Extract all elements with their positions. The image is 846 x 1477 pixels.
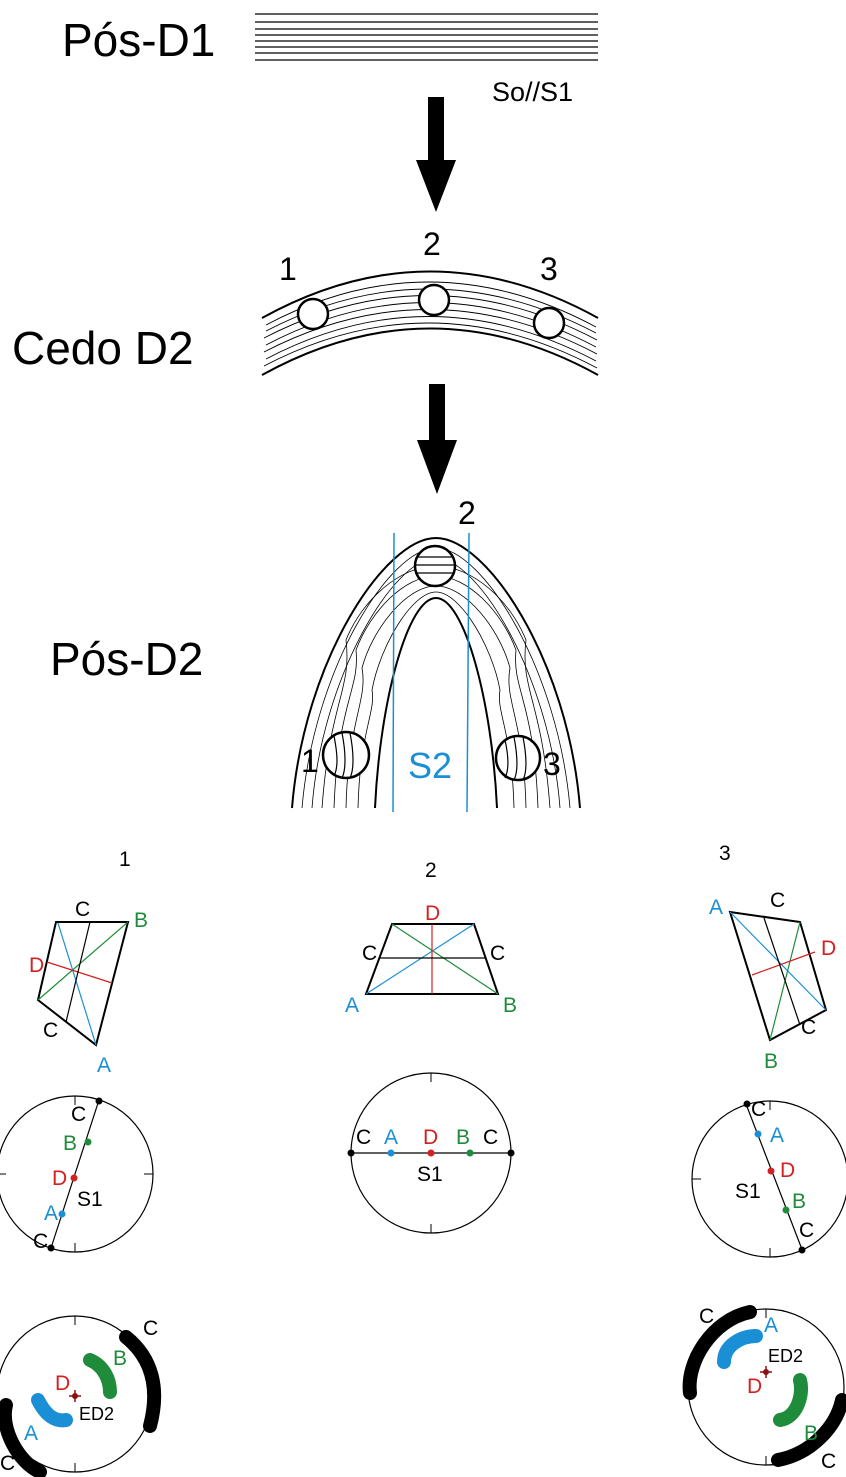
- stereonet-2: [347, 1072, 515, 1234]
- net3-label-d: D: [780, 1159, 795, 1182]
- column-label-1: 1: [119, 848, 131, 871]
- girdle-net-3: [682, 1305, 846, 1467]
- quad2-label-a: A: [345, 994, 359, 1017]
- fold-site-label-3: 3: [543, 746, 561, 782]
- girdle3-axis-label: ED2: [768, 1346, 803, 1366]
- quad3-label-a: A: [709, 896, 723, 919]
- quad1-label-b: B: [134, 909, 148, 932]
- net1-label-a: A: [44, 1202, 58, 1225]
- net2-plane-label: S1: [417, 1163, 443, 1186]
- net3-label-c-top: C: [751, 1098, 766, 1121]
- fold-site-label-2: 2: [458, 495, 476, 531]
- fold-site-label-1: 1: [301, 743, 319, 779]
- girdle1-label-a: A: [24, 1422, 38, 1445]
- strain-quad-1: [36, 921, 130, 1047]
- net2-label-c-right: C: [483, 1126, 498, 1149]
- arrow-down-1: [416, 97, 456, 212]
- quad1-label-d: D: [29, 954, 44, 977]
- bedding-lines: [255, 13, 598, 61]
- column-label-3: 3: [719, 842, 731, 865]
- net1-label-b: B: [63, 1132, 77, 1155]
- net3-label-a: A: [770, 1124, 784, 1147]
- stage-label-pos-d1: Pós-D1: [62, 14, 215, 66]
- girdle1-label-c-top: C: [143, 1317, 158, 1340]
- girdle1-label-c-bottom: C: [0, 1452, 15, 1475]
- net1-label-c-top: C: [71, 1103, 86, 1126]
- s2-cleavage-label: S2: [408, 745, 452, 786]
- quad3-label-d: D: [821, 937, 836, 960]
- quad3-label-c-bottom: C: [801, 1016, 816, 1039]
- cedo-site-label-3: 3: [540, 251, 558, 287]
- net2-label-c-left: C: [356, 1126, 371, 1149]
- net2-label-d: D: [423, 1126, 438, 1149]
- stage-label-cedo-d2: Cedo D2: [12, 322, 194, 374]
- quad1-label-c-top: C: [75, 898, 90, 921]
- stage-label-pos-d2: Pós-D2: [50, 633, 203, 685]
- net1-label-d: D: [52, 1167, 67, 1190]
- quad3-label-b: B: [764, 1050, 778, 1073]
- quad2-label-c-left: C: [362, 942, 377, 965]
- girdle3-label-d: D: [747, 1375, 762, 1398]
- fold-circle-fill-lines: [333, 556, 527, 781]
- arrow-down-2: [417, 384, 457, 494]
- quad2-label-d: D: [425, 902, 440, 925]
- net3-label-c-bottom: C: [799, 1219, 814, 1242]
- girdle3-label-a: A: [764, 1314, 778, 1337]
- net1-plane-label: S1: [77, 1188, 103, 1211]
- girdle3-label-b: B: [804, 1422, 818, 1445]
- fold-sample-circles: [321, 544, 542, 782]
- quad2-label-c-right: C: [490, 942, 505, 965]
- net1-label-c-bottom: C: [33, 1230, 48, 1253]
- net2-label-a: A: [384, 1126, 398, 1149]
- net3-plane-label: S1: [735, 1180, 761, 1203]
- bedding-label: So//S1: [492, 77, 573, 107]
- strain-quad-2: [364, 923, 500, 995]
- quad1-label-c-bottom: C: [43, 1019, 58, 1042]
- girdle3-label-c-top: C: [699, 1305, 714, 1328]
- girdle1-label-d: D: [55, 1372, 70, 1395]
- girdle1-axis-label: ED2: [79, 1404, 114, 1424]
- girdle3-label-c-bottom: C: [821, 1450, 836, 1473]
- quad1-label-a: A: [97, 1054, 111, 1077]
- net2-label-b: B: [456, 1126, 470, 1149]
- column-label-2: 2: [425, 859, 437, 882]
- cedo-sample-circles: [296, 283, 566, 340]
- net3-label-b: B: [792, 1190, 806, 1213]
- stereonet-3: [691, 1100, 846, 1258]
- stereonet-1: [0, 1095, 154, 1253]
- strain-quad-3: [728, 910, 828, 1042]
- quad3-label-c-top: C: [770, 889, 785, 912]
- s2-cleavage-traces: [392, 532, 470, 813]
- cedo-site-label-2: 2: [423, 226, 441, 262]
- girdle1-label-b: B: [113, 1347, 127, 1370]
- quad2-label-b: B: [503, 994, 517, 1017]
- girdle-net-1: [0, 1315, 162, 1477]
- cedo-site-label-1: 1: [279, 251, 297, 287]
